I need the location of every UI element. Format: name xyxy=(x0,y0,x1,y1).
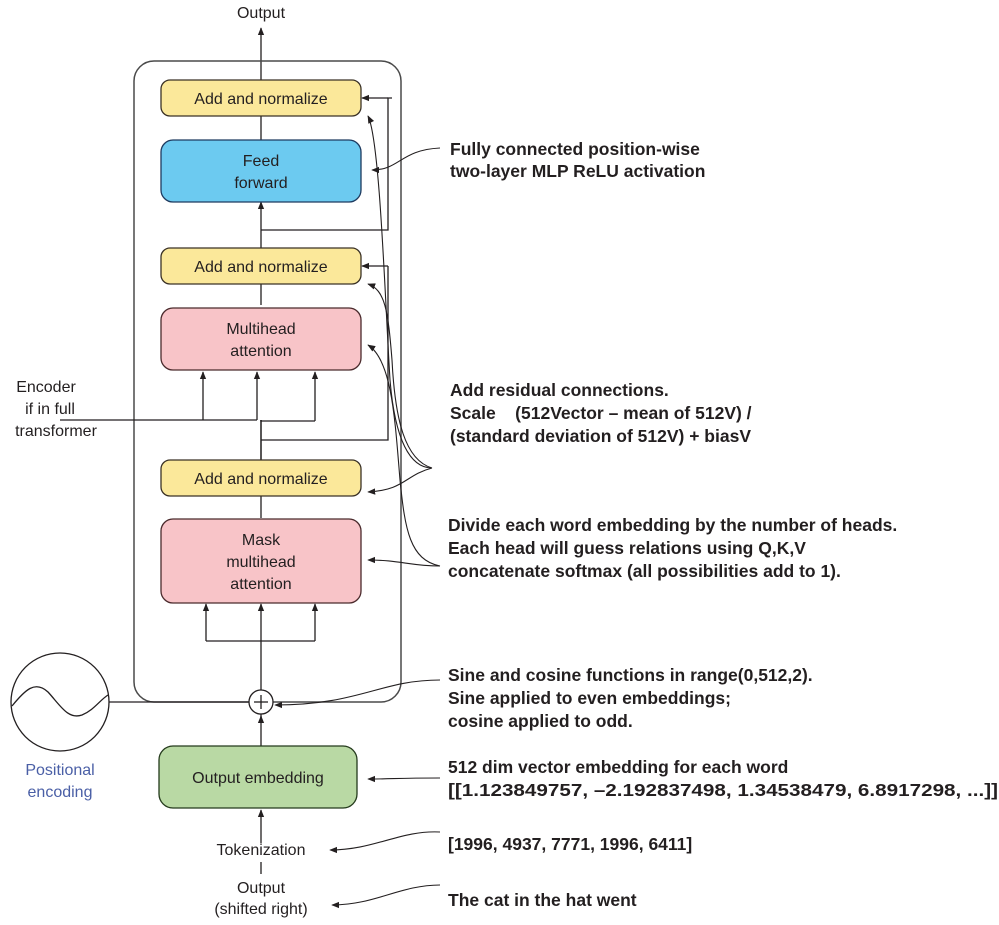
add-normalize-middle: Add and normalize xyxy=(160,247,362,285)
feed-forward-callout xyxy=(371,147,441,174)
mask-attention-label-line1: Mask xyxy=(242,532,281,549)
output-label-top: Output xyxy=(237,5,286,22)
encoder-label-line2: if in full xyxy=(25,401,75,418)
output-embedding-block: Output embedding xyxy=(158,745,358,809)
mask-attention-label-line3: attention xyxy=(230,576,291,593)
tokenization-label: Tokenization xyxy=(217,842,306,859)
positional-encoding-circle xyxy=(10,652,110,752)
attention-note-line1: Divide each word embedding by the number… xyxy=(448,515,897,535)
attention-note-line3: concatenate softmax (all possibilities a… xyxy=(448,561,841,581)
add-normalize-top: Add and normalize xyxy=(160,79,362,117)
input-text-callout xyxy=(331,884,441,909)
residual-callout-top xyxy=(367,115,433,469)
positional-note-line2: Sine applied to even embeddings; xyxy=(448,688,731,708)
multihead-attention-label-line1: Multihead xyxy=(226,321,295,338)
residual-callout-middle xyxy=(367,283,433,469)
tokens-callout xyxy=(329,831,441,854)
output-shifted-label-line2: (shifted right) xyxy=(214,901,307,918)
output-shifted-label-line1: Output xyxy=(237,880,286,897)
attention-callout-bottom xyxy=(367,556,441,567)
connector xyxy=(260,420,315,460)
sine-wave-icon xyxy=(11,686,109,717)
add-normalize-middle-label: Add and normalize xyxy=(194,259,328,276)
feed-forward-label-line1: Feed xyxy=(243,153,279,170)
tokens-note: [1996, 4937, 7771, 1996, 6411] xyxy=(448,834,692,854)
positional-encoding-label-line1: Positional xyxy=(25,762,94,779)
mask-multihead-attention-block: Mask multihead attention xyxy=(160,518,362,604)
attention-note-line2: Each head will guess relations using Q,K… xyxy=(448,538,806,558)
positional-note-line3: cosine applied to odd. xyxy=(448,711,633,731)
add-normalize-bottom-label: Add and normalize xyxy=(194,471,328,488)
add-normalize-top-label: Add and normalize xyxy=(194,91,328,108)
residual-note-line1: Add residual connections. xyxy=(450,380,669,400)
add-normalize-bottom: Add and normalize xyxy=(160,459,362,497)
multihead-attention-label-line2: attention xyxy=(230,343,291,360)
residual-note-line2: Scale (512Vector – mean of 512V) / xyxy=(450,403,752,423)
positional-note-line1: Sine and cosine functions in range(0,512… xyxy=(448,665,813,685)
embedding-note-line1: 512 dim vector embedding for each word xyxy=(448,757,788,777)
attention-callout-top xyxy=(367,344,441,567)
encoder-label-line1: Encoder xyxy=(16,379,76,396)
feed-forward-note-line1: Fully connected position-wise xyxy=(450,139,700,159)
residual-connection-top xyxy=(261,97,392,231)
residual-callout-bottom xyxy=(367,467,433,495)
mask-attention-label-line2: multihead xyxy=(226,554,295,571)
positional-callout xyxy=(274,679,441,709)
embedding-note-line2: [[1.123849757, –2.192837498, 1.34538479,… xyxy=(448,780,998,800)
residual-note-line3: (standard deviation of 512V) + biasV xyxy=(450,426,751,446)
embedding-callout xyxy=(367,775,441,783)
input-text-note: The cat in the hat went xyxy=(448,890,637,910)
feed-forward-note-line2: two-layer MLP ReLU activation xyxy=(450,161,705,181)
feed-forward-label-line2: forward xyxy=(234,175,287,192)
multihead-attention-block: Multihead attention xyxy=(160,307,362,371)
add-positional-node xyxy=(248,689,274,715)
encoder-label-line3: transformer xyxy=(15,423,97,440)
feed-forward-block: Feed forward xyxy=(160,139,362,203)
positional-encoding-label-line2: encoding xyxy=(28,784,93,801)
output-embedding-label: Output embedding xyxy=(192,770,324,787)
